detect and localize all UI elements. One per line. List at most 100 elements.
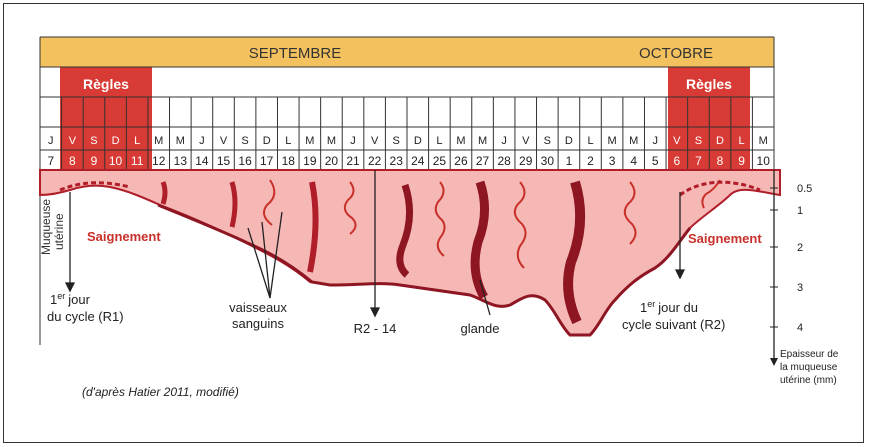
day-number: 19 — [303, 154, 317, 168]
vessels-label-line2: sanguins — [232, 316, 285, 331]
day-number: 7 — [47, 154, 54, 168]
day-number: 29 — [519, 154, 533, 168]
day-letter: J — [350, 135, 356, 147]
day-number: 14 — [195, 154, 209, 168]
day-number: 10 — [109, 154, 123, 168]
day-letter: D — [565, 135, 573, 147]
day-letter: V — [522, 135, 530, 147]
day1-sup: er — [57, 291, 65, 301]
day-letter: S — [90, 135, 97, 147]
day-number: 9 — [738, 154, 745, 168]
period-label-september: Règles — [83, 76, 129, 92]
day-letter: L — [587, 135, 593, 147]
day-letter: M — [608, 135, 617, 147]
bleeding-label-right: Saignement — [688, 231, 762, 246]
day-letter: J — [653, 135, 659, 147]
r2-14-label: R2 - 14 — [354, 321, 397, 336]
day-letter: L — [134, 135, 140, 147]
gland-label: glande — [460, 321, 499, 336]
scale-tick-label: 2 — [797, 242, 803, 254]
day-number: 30 — [541, 154, 555, 168]
day-letter: M — [305, 135, 314, 147]
day-number: 21 — [346, 154, 360, 168]
day-letter: D — [414, 135, 422, 147]
day-letter: M — [629, 135, 638, 147]
day-number: 11 — [131, 154, 144, 168]
day-letter: S — [241, 135, 248, 147]
day-number: 9 — [91, 154, 98, 168]
day-letter: L — [285, 135, 291, 147]
day-number: 23 — [390, 154, 404, 168]
day-letter: S — [695, 135, 702, 147]
day-letter: M — [478, 135, 487, 147]
source-credit: (d'après Hatier 2011, modifié) — [82, 385, 239, 399]
scale-tick-label: 3 — [797, 282, 803, 294]
mucosa-label-line1: Muqueuse — [39, 199, 53, 255]
day-letter: M — [176, 135, 185, 147]
day-number: 15 — [217, 154, 231, 168]
next-sup: er — [647, 299, 655, 309]
day-number: 27 — [476, 154, 490, 168]
day-letter: S — [544, 135, 551, 147]
day-letter: D — [112, 135, 120, 147]
day-number: 7 — [695, 154, 702, 168]
day-number: 12 — [152, 154, 166, 168]
day-letter: J — [501, 135, 507, 147]
day-number: 10 — [757, 154, 771, 168]
day-letter: V — [220, 135, 228, 147]
day-number: 1 — [566, 154, 573, 168]
day1-word: jour — [67, 292, 90, 307]
scale-tick-label: 4 — [797, 322, 803, 334]
day-letter: D — [716, 135, 724, 147]
day-letter: V — [371, 135, 379, 147]
day-number: 2 — [587, 154, 594, 168]
day-letter: S — [393, 135, 400, 147]
day-letter: L — [739, 135, 745, 147]
day-number: 6 — [674, 154, 681, 168]
mucosa-label-line2: utérine — [52, 213, 66, 250]
day-letter: M — [327, 135, 336, 147]
next-cycle-label-line2: cycle suivant (R2) — [622, 317, 725, 332]
day-number: 25 — [433, 154, 447, 168]
vessels-label-line1: vaisseaux — [229, 300, 287, 315]
next-num: 1 — [640, 300, 647, 315]
day-letter: M — [456, 135, 465, 147]
month-october: OCTOBRE — [639, 45, 713, 62]
day-number: 20 — [325, 154, 339, 168]
scale-tick-label: 1 — [797, 205, 803, 217]
day-number: 8 — [69, 154, 76, 168]
day-number: 5 — [652, 154, 659, 168]
day-letter: L — [436, 135, 442, 147]
day-letter: D — [263, 135, 271, 147]
scale-tick-label: 0.5 — [797, 183, 812, 195]
day-letter: V — [69, 135, 77, 147]
day-number: 4 — [630, 154, 637, 168]
month-september: SEPTEMBRE — [249, 45, 342, 62]
bleeding-label-left: Saignement — [87, 229, 161, 244]
period-label-october: Règles — [686, 76, 732, 92]
day-number: 17 — [260, 154, 274, 168]
day-letter: M — [154, 135, 163, 147]
day-number: 18 — [282, 154, 296, 168]
day-letter: V — [673, 135, 681, 147]
day-number: 13 — [174, 154, 188, 168]
next-word: jour du — [657, 300, 698, 315]
day-number: 24 — [411, 154, 425, 168]
day-letter: M — [759, 135, 768, 147]
day1-num: 1 — [50, 292, 57, 307]
day-number: 3 — [609, 154, 616, 168]
scale-caption-2: la muqueuse — [780, 362, 838, 373]
scale-caption-3: utérine (mm) — [780, 375, 837, 386]
day-letter: J — [199, 135, 205, 147]
scale-caption-1: Epaisseur de — [780, 349, 839, 360]
thickness-scale: 0.5 1 2 3 4 Epaisseur de la muqueuse utérine… — [770, 170, 839, 386]
day-number: 26 — [454, 154, 468, 168]
day-number: 16 — [238, 154, 252, 168]
day-number: 28 — [497, 154, 511, 168]
day-letter: J — [48, 135, 54, 147]
day-number: 8 — [717, 154, 724, 168]
day-number: 22 — [368, 154, 382, 168]
